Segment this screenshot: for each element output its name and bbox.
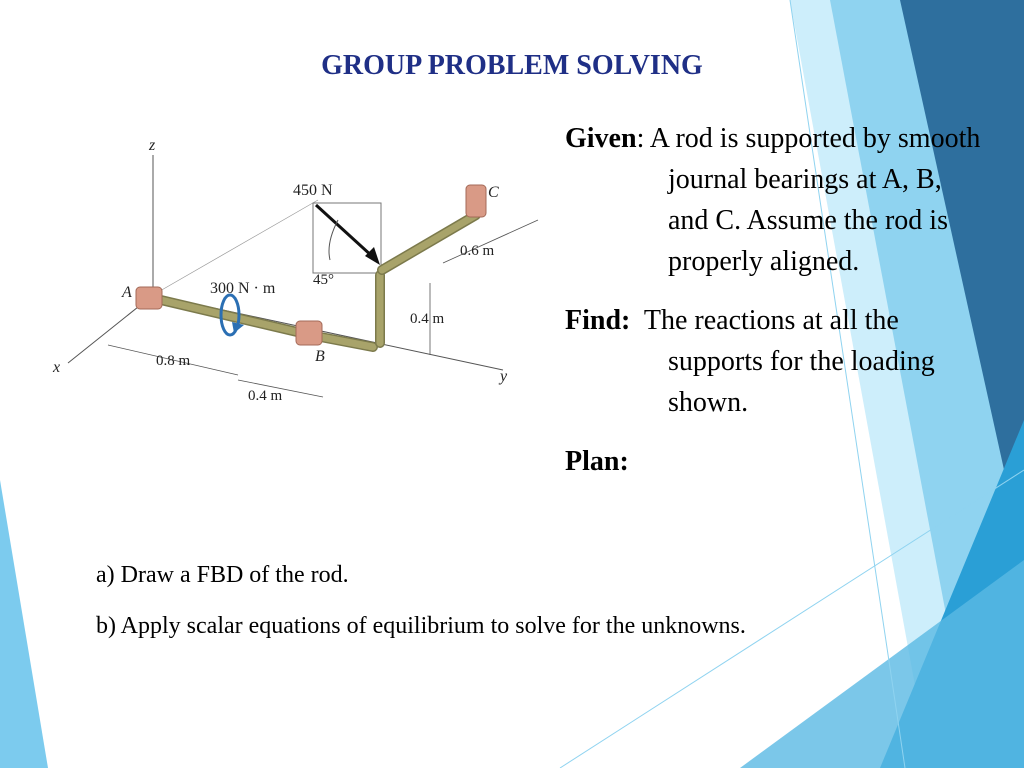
ref-line [152, 199, 319, 296]
y-axis-label: y [498, 368, 508, 385]
given-paragraph: Given: A rod is supported by smooth jour… [565, 118, 985, 282]
plan-paragraph: Plan: [565, 441, 985, 482]
dim-04-vertical-label: 0.4 m [410, 311, 445, 327]
dim-08-line [107, 344, 239, 376]
force-arrow [314, 203, 375, 259]
given-text: : A rod is supported by smooth journal b… [636, 123, 981, 277]
bearing-b [295, 320, 323, 346]
angle-label: 45° [313, 272, 334, 288]
step-a: a) Draw a FBD of the rod. [96, 562, 349, 588]
moment-arrowhead [232, 322, 244, 333]
point-a-label: A [121, 284, 132, 301]
moment-curl [219, 293, 241, 337]
given-label: Given [565, 123, 637, 154]
find-paragraph: Find: The reactions at all the supports … [565, 300, 985, 423]
bottom-accent-shape [740, 560, 1024, 768]
plan-label: Plan: [565, 446, 629, 477]
moment-label: 300 N · m [210, 280, 276, 297]
point-c-label: C [488, 184, 499, 201]
plan-steps: a) Draw a FBD of the rod. b) Apply scala… [96, 562, 746, 664]
x-axis-label: x [52, 359, 60, 376]
dim-04-lower-line [237, 379, 324, 398]
dim-08-label: 0.8 m [156, 353, 191, 369]
rod-segment-c [378, 211, 480, 274]
dim-06-label: 0.6 m [460, 243, 495, 259]
thin-line-2 [789, 0, 906, 768]
rod-segment-ab [144, 293, 314, 339]
force-label: 450 N [293, 182, 333, 199]
dim-04-lower-label: 0.4 m [248, 388, 283, 404]
dim-06-line [442, 219, 539, 264]
thin-line-1 [559, 469, 1024, 768]
force-arrowhead [365, 247, 380, 265]
find-label: Find: [565, 305, 631, 336]
problem-statement: Given: A rod is supported by smooth jour… [565, 118, 985, 500]
find-text: The reactions at all the supports for th… [630, 305, 942, 418]
slide-title: GROUP PROBLEM SOLVING [321, 50, 703, 81]
angle-arc [328, 219, 339, 261]
rod-diagram: z x y 450 N 45° A B C 300 N · m 0.8 m 0.… [52, 137, 539, 404]
z-axis-label: z [148, 137, 156, 154]
bearing-a [135, 286, 163, 310]
bearing-c [465, 184, 487, 218]
force-frame [312, 202, 382, 274]
point-b-label: B [315, 348, 325, 365]
step-b: b) Apply scalar equations of equilibrium… [96, 613, 746, 639]
right-dark-shape [900, 0, 1024, 560]
left-accent-shape [0, 480, 48, 768]
